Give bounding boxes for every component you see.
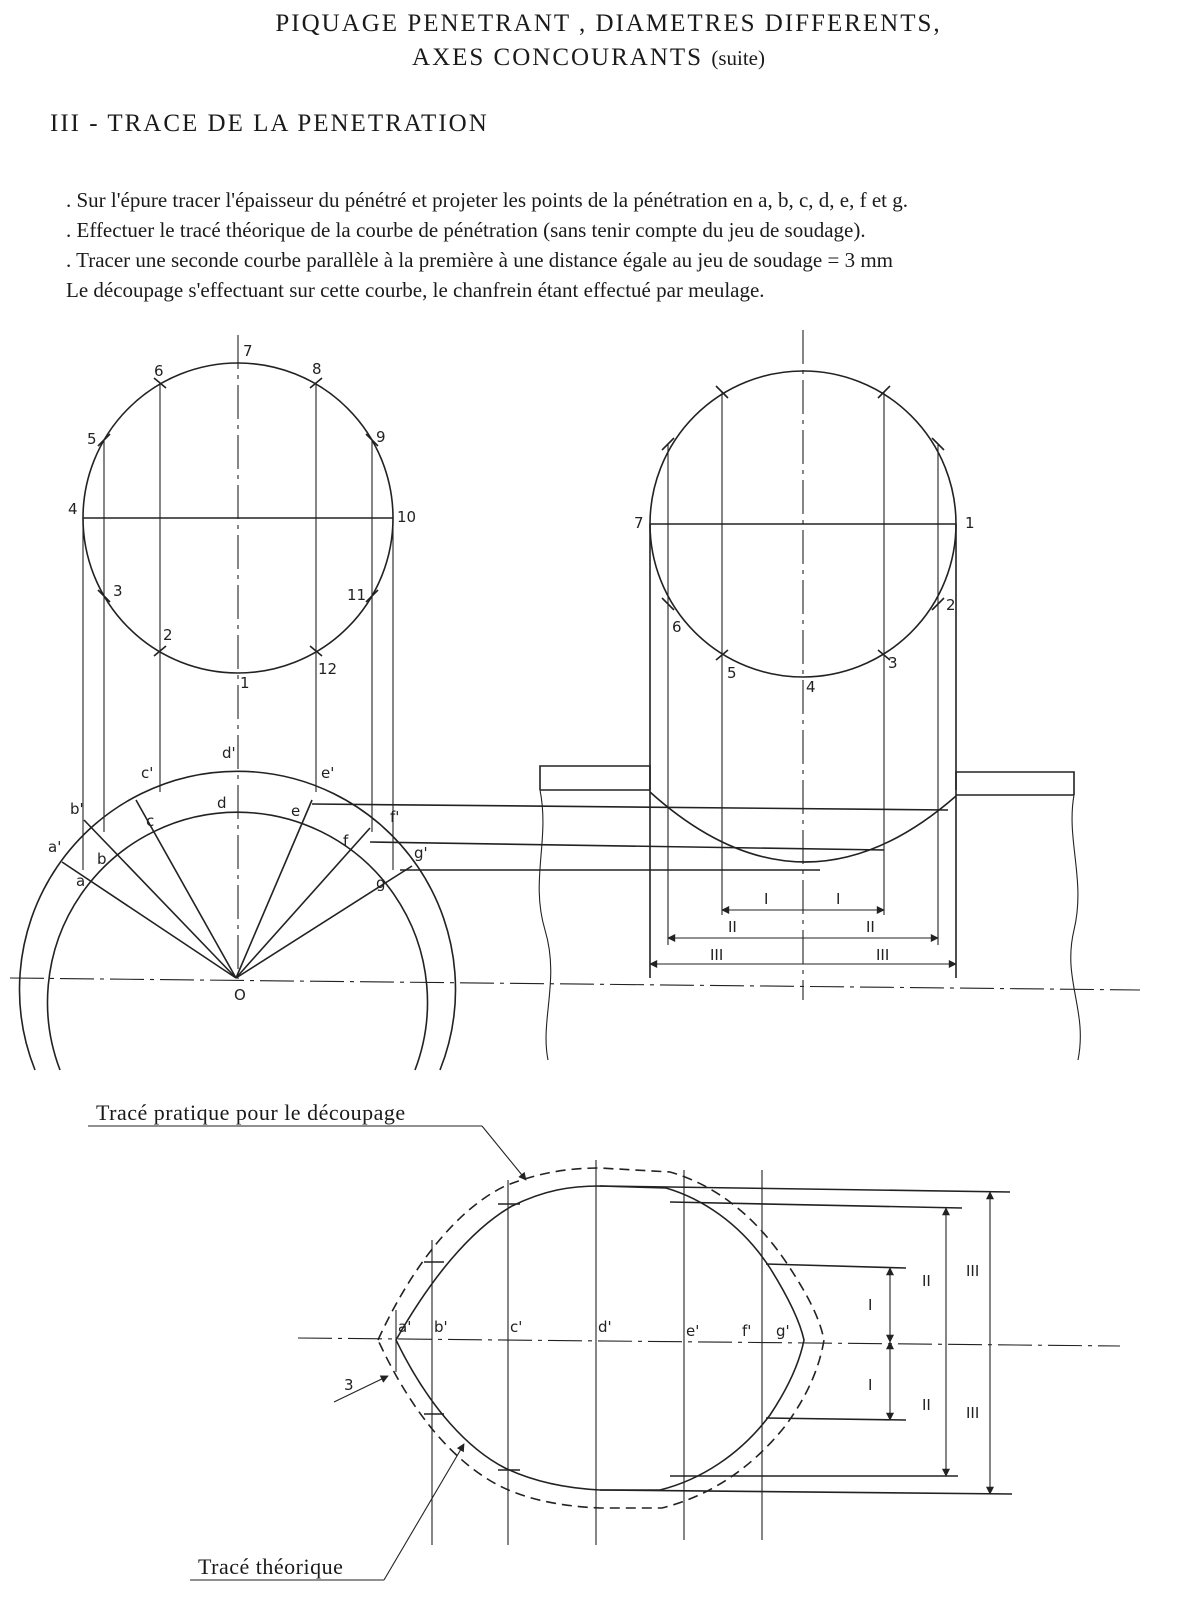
theoretical-trace-label: Tracé théorique xyxy=(198,1554,343,1579)
label-d: d xyxy=(217,794,227,812)
label-point-11: 11 xyxy=(347,586,366,604)
label-center-o: O xyxy=(234,986,246,1004)
dev-label-e-prime: e' xyxy=(686,1322,699,1340)
label-d-prime: d' xyxy=(222,744,236,762)
dev-label-a-prime: a' xyxy=(398,1318,411,1336)
right-label-3: 3 xyxy=(888,654,898,672)
label-point-10: 10 xyxy=(397,508,416,526)
dim-III-left: III xyxy=(710,946,723,964)
development-point-labels: a' b' c' d' e' f' g' xyxy=(398,1318,790,1340)
main-pipe-break-left xyxy=(538,789,552,1061)
development-axis xyxy=(297,1337,1121,1347)
right-label-7: 7 xyxy=(634,514,644,532)
label-b: b xyxy=(97,850,107,868)
outer-point-labels: a' b' c' d' e' f' g' xyxy=(48,744,428,862)
gap-arrow xyxy=(333,1375,389,1403)
development-ticks xyxy=(424,1203,520,1471)
main-pipe-top-left xyxy=(539,765,651,790)
main-pipe-top-right xyxy=(955,771,1075,795)
dim-I-right: I xyxy=(836,890,840,908)
label-a-prime: a' xyxy=(48,838,61,856)
instruction-2: . Effectuer le tracé théorique de la cou… xyxy=(66,218,866,242)
dev-label-g-prime: g' xyxy=(776,1322,790,1340)
right-label-1: 1 xyxy=(965,514,975,532)
label-g-prime: g' xyxy=(414,844,428,862)
dim-II-left: II xyxy=(728,918,737,936)
dev-label-c-prime: c' xyxy=(510,1318,522,1336)
main-horizontal-axis xyxy=(9,977,1141,991)
practical-trace-label: Tracé pratique pour le découpage xyxy=(96,1100,406,1125)
right-label-2: 2 xyxy=(946,596,956,614)
label-point-7: 7 xyxy=(243,342,253,360)
left-circle-labels: 1 2 3 4 5 6 7 8 9 10 11 12 xyxy=(68,342,416,692)
inner-point-labels: a b c d e f g O xyxy=(76,794,386,1004)
label-c: c xyxy=(146,812,154,830)
dev-label-III-upper: III xyxy=(966,1262,979,1280)
radial-lines xyxy=(61,799,413,979)
instruction-4: Le découpage s'effectuant sur cette cour… xyxy=(66,278,765,302)
dev-label-b-prime: b' xyxy=(434,1318,448,1336)
practical-callout-leader xyxy=(481,1125,527,1181)
right-view: I I II II III III 1 2 3 4 5 6 7 xyxy=(538,330,1081,1061)
section-heading: III - TRACE DE LA PENETRATION xyxy=(50,110,489,137)
right-label-5: 5 xyxy=(727,664,737,682)
penetration-curve xyxy=(649,791,957,863)
label-e-prime: e' xyxy=(321,764,334,782)
dim-I-left: I xyxy=(764,890,768,908)
label-point-1: 1 xyxy=(240,674,250,692)
label-point-12: 12 xyxy=(318,660,337,678)
main-pipe-break-right xyxy=(1070,794,1081,1061)
right-circle-ticks xyxy=(661,385,945,661)
dev-label-f-prime: f' xyxy=(742,1322,751,1340)
label-b-prime: b' xyxy=(70,800,84,818)
title-suffix: (suite) xyxy=(711,46,765,70)
instructions: . Sur l'épure tracer l'épaisseur du péné… xyxy=(66,185,908,305)
extension-lines xyxy=(599,1185,1013,1495)
cross-projection-lines xyxy=(311,803,949,871)
dev-label-II-upper: II xyxy=(922,1272,931,1290)
instruction-3: . Tracer une seconde courbe parallèle à … xyxy=(66,248,893,272)
dev-label-I-upper: I xyxy=(868,1296,872,1314)
gap-label: 3 xyxy=(344,1376,354,1394)
practical-curve xyxy=(377,1167,825,1509)
label-point-5: 5 xyxy=(87,430,97,448)
dev-label-d-prime: d' xyxy=(598,1318,612,1336)
label-g: g xyxy=(376,874,386,892)
right-label-4: 4 xyxy=(806,678,816,696)
label-point-9: 9 xyxy=(376,428,386,446)
main-pipe-inner-arc xyxy=(46,811,429,1071)
left-view: 1 2 3 4 5 6 7 8 9 10 11 12 a' b' c' d' e… xyxy=(9,335,1141,1071)
label-f-prime: f' xyxy=(390,808,399,826)
main-pipe-outer-arc xyxy=(18,770,457,1071)
label-f: f xyxy=(343,832,349,850)
dev-label-III-lower: III xyxy=(966,1404,979,1422)
theoretical-callout-leader xyxy=(383,1443,465,1581)
label-c-prime: c' xyxy=(141,764,153,782)
title-line-2-main: AXES CONCOURANTS xyxy=(412,44,704,71)
label-a: a xyxy=(76,872,85,890)
label-point-3: 3 xyxy=(113,582,123,600)
dev-label-I-lower: I xyxy=(868,1376,872,1394)
label-point-6: 6 xyxy=(154,362,164,380)
label-point-2: 2 xyxy=(163,626,173,644)
label-point-4: 4 xyxy=(68,500,78,518)
left-circle-ticks xyxy=(97,377,379,657)
title-line-2: AXES CONCOURANTS (suite) xyxy=(0,42,1177,74)
dim-III-right: III xyxy=(876,946,889,964)
dev-label-II-lower: II xyxy=(922,1396,931,1414)
label-point-8: 8 xyxy=(312,360,322,378)
right-label-6: 6 xyxy=(672,618,682,636)
development-view: I I II II III III a' b' c' d' e' f' g' 3… xyxy=(88,1100,1121,1581)
dim-II-right: II xyxy=(866,918,875,936)
theoretical-curve xyxy=(395,1185,805,1491)
title-line-1: PIQUAGE PENETRANT , DIAMETRES DIFFERENTS… xyxy=(275,10,942,37)
label-e: e xyxy=(291,802,300,820)
right-circle-labels: 1 2 3 4 5 6 7 xyxy=(634,514,975,696)
instruction-1: . Sur l'épure tracer l'épaisseur du péné… xyxy=(66,188,908,212)
